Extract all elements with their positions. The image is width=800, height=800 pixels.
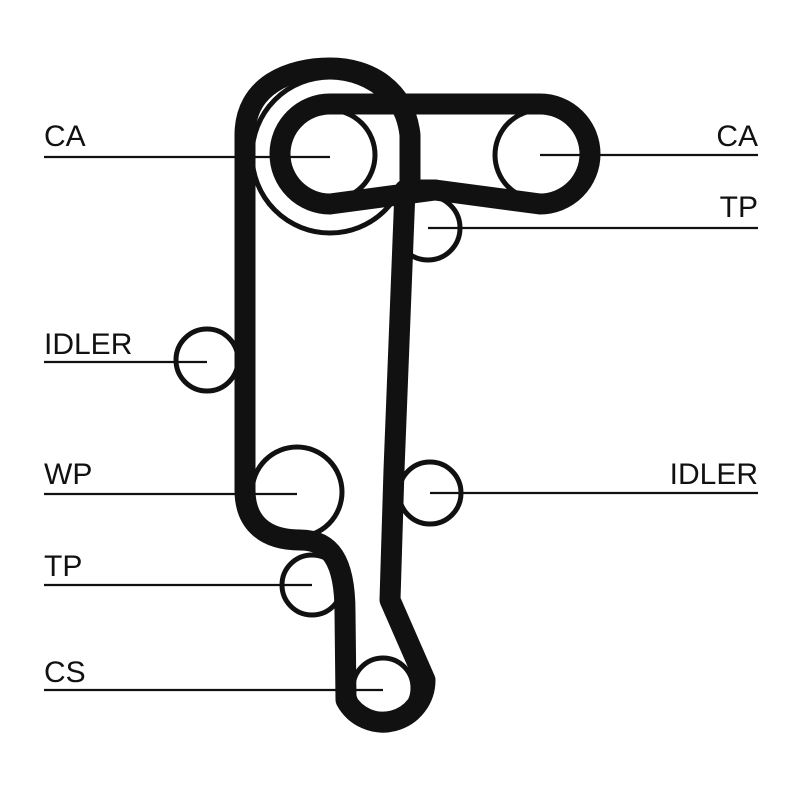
label-cs: CS <box>44 656 86 689</box>
label-idler-left: IDLER <box>44 328 132 361</box>
label-idler-right: IDLER <box>670 458 758 491</box>
water-pump-pulley <box>249 444 345 540</box>
idler-left-pulley <box>173 326 241 394</box>
crankshaft-pulley <box>350 655 416 721</box>
label-tp-left: TP <box>44 550 82 583</box>
label-ca-right: CA <box>716 120 758 153</box>
timing-belt-inner <box>269 93 446 215</box>
label-wp: WP <box>44 458 92 491</box>
label-ca-left: CA <box>44 120 86 153</box>
cam-left-pulley <box>282 107 378 203</box>
timing-belt <box>234 57 601 733</box>
label-tp-right: TP <box>720 191 758 224</box>
